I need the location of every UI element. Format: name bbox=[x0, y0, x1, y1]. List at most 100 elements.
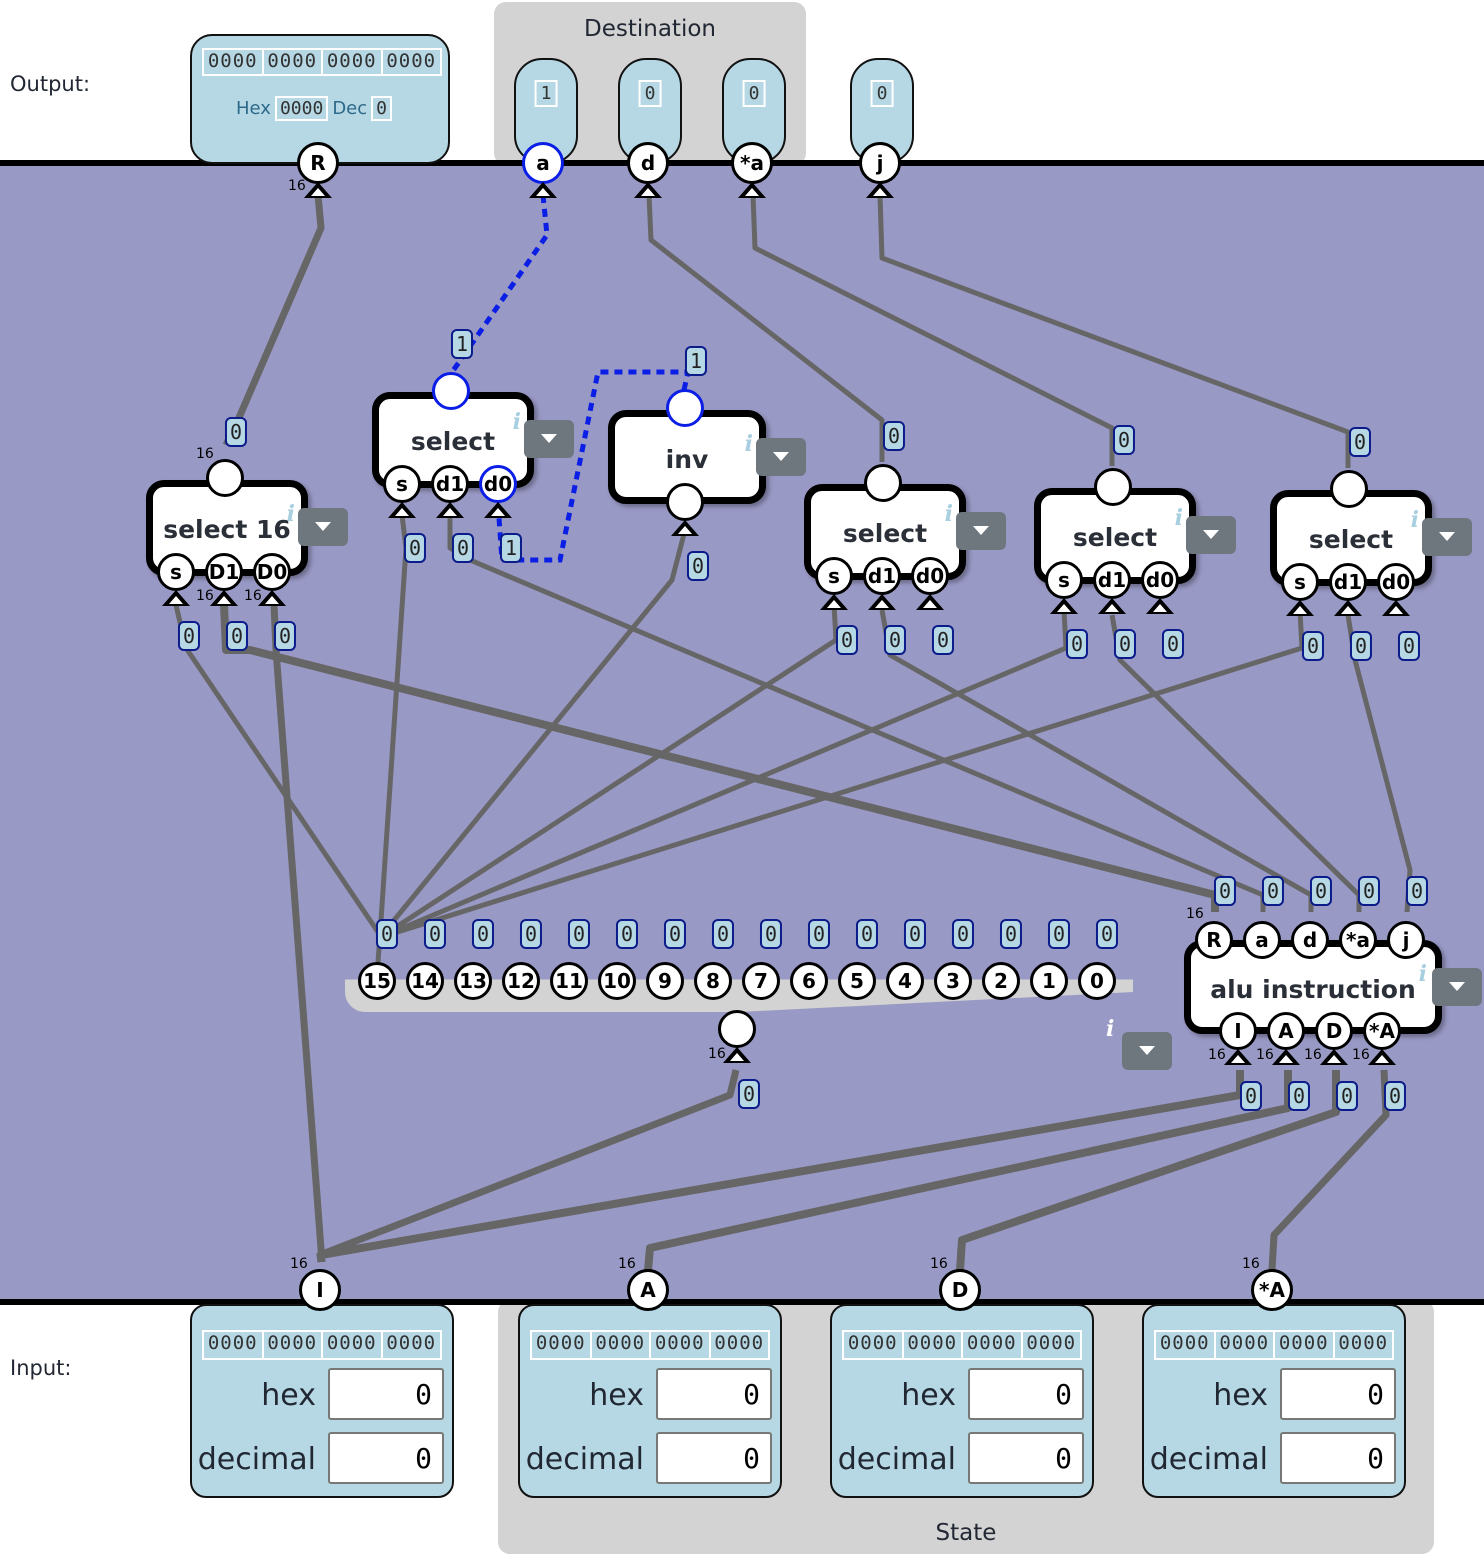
input-star-A-decimal-field[interactable] bbox=[1280, 1432, 1396, 1484]
input-D-decimal-field[interactable] bbox=[968, 1432, 1084, 1484]
splitter-bit-3-port[interactable]: 3 bbox=[934, 962, 972, 1000]
circuit-canvas[interactable] bbox=[0, 165, 1484, 1301]
input-star-A-port[interactable]: *A bbox=[1251, 1269, 1293, 1311]
wire-I-to-select16-D0[interactable] bbox=[270, 604, 326, 1263]
info-icon[interactable]: i bbox=[512, 409, 521, 435]
wire-I-to-splitter[interactable] bbox=[316, 1069, 740, 1263]
alu-instruction-menu-button[interactable] bbox=[1432, 968, 1482, 1006]
alu-output-port[interactable]: R bbox=[1195, 921, 1233, 959]
input-D-port[interactable]: D bbox=[939, 1269, 981, 1311]
bit-group[interactable]: 0000 bbox=[1156, 1332, 1216, 1358]
bit-group[interactable]: 0000 bbox=[264, 1332, 323, 1358]
wire-star-a[interactable] bbox=[750, 194, 1115, 466]
input-star-A-hex-field[interactable] bbox=[1280, 1368, 1396, 1420]
wire-bit15-to-select-a-s[interactable] bbox=[377, 514, 409, 936]
select-a-s-port[interactable]: s bbox=[383, 465, 421, 503]
select-a-menu-button[interactable] bbox=[524, 420, 574, 458]
splitter-bit-13-port[interactable]: 13 bbox=[454, 962, 492, 1000]
splitter-menu-button[interactable] bbox=[1122, 1032, 1172, 1070]
wire-bit15-to-inv[interactable] bbox=[380, 533, 687, 937]
output-a-port[interactable]: a bbox=[522, 142, 564, 184]
bit-group[interactable]: 0000 bbox=[963, 1332, 1023, 1358]
select16-menu-button[interactable] bbox=[298, 508, 348, 546]
select-star-a-d0-port[interactable]: d0 bbox=[1141, 561, 1179, 599]
splitter-input-port[interactable] bbox=[718, 1010, 756, 1048]
select16-D1-port[interactable]: D1 bbox=[205, 553, 243, 591]
bit-group[interactable]: 0000 bbox=[1275, 1332, 1335, 1358]
select16-D0-port[interactable]: D0 bbox=[253, 553, 291, 591]
bit-group[interactable]: 0000 bbox=[651, 1332, 711, 1358]
select-star-a-menu-button[interactable] bbox=[1186, 516, 1236, 554]
select-a-d0-port[interactable]: d0 bbox=[479, 465, 517, 503]
splitter-bit-12-port[interactable]: 12 bbox=[502, 962, 540, 1000]
input-A-decimal-field[interactable] bbox=[656, 1432, 772, 1484]
bit-group[interactable]: 0000 bbox=[714, 1332, 765, 1354]
bit-group[interactable]: 0000 bbox=[844, 1332, 904, 1358]
output-d-port[interactable]: d bbox=[627, 142, 669, 184]
select16-s-port[interactable]: s bbox=[157, 553, 195, 591]
output-j-port[interactable]: j bbox=[859, 142, 901, 184]
splitter-bit-5-port[interactable]: 5 bbox=[838, 962, 876, 1000]
inv-menu-button[interactable] bbox=[756, 438, 806, 476]
wire-bit15-to-select-j-s[interactable] bbox=[387, 611, 1305, 938]
select-j-s-port[interactable]: s bbox=[1281, 563, 1319, 601]
splitter-bit-0-port[interactable]: 0 bbox=[1078, 962, 1116, 1000]
select-star-a-d1-port[interactable]: d1 bbox=[1093, 561, 1131, 599]
wire-a-selected[interactable] bbox=[449, 194, 550, 374]
wire-j[interactable] bbox=[877, 194, 1351, 468]
select-j-output-port[interactable] bbox=[1330, 470, 1368, 508]
input-A-port[interactable]: A bbox=[627, 1269, 669, 1311]
info-icon[interactable]: i bbox=[1418, 961, 1427, 987]
splitter-bit-7-port[interactable]: 7 bbox=[742, 962, 780, 1000]
splitter-bit-11-port[interactable]: 11 bbox=[550, 962, 588, 1000]
wire-d[interactable] bbox=[646, 194, 885, 462]
alu-output-port[interactable]: j bbox=[1387, 921, 1425, 959]
input-I-hex-field[interactable] bbox=[328, 1368, 444, 1420]
inv-output-port[interactable] bbox=[666, 389, 704, 427]
select-a-d1-port[interactable]: d1 bbox=[431, 465, 469, 503]
bit-group[interactable]: 0000 bbox=[1338, 1332, 1389, 1354]
select-star-a-s-port[interactable]: s bbox=[1045, 561, 1083, 599]
splitter-bit-2-port[interactable]: 2 bbox=[982, 962, 1020, 1000]
info-icon[interactable]: i bbox=[1410, 507, 1419, 533]
alu-input-port[interactable]: D bbox=[1315, 1012, 1353, 1050]
splitter-bit-4-port[interactable]: 4 bbox=[886, 962, 924, 1000]
alu-output-port[interactable]: *a bbox=[1339, 921, 1377, 959]
input-A-hex-field[interactable] bbox=[656, 1368, 772, 1420]
select-star-a-output-port[interactable] bbox=[1094, 468, 1132, 506]
select-d-s-port[interactable]: s bbox=[815, 557, 853, 595]
alu-output-port[interactable]: d bbox=[1291, 921, 1329, 959]
splitter-bit-15-port[interactable]: 15 bbox=[358, 962, 396, 1000]
alu-input-port[interactable]: *A bbox=[1363, 1012, 1401, 1050]
splitter-bit-8-port[interactable]: 8 bbox=[694, 962, 732, 1000]
alu-output-port[interactable]: a bbox=[1243, 921, 1281, 959]
bit-group[interactable]: 0000 bbox=[904, 1332, 963, 1358]
bit-group[interactable]: 0000 bbox=[592, 1332, 651, 1358]
select16-output-port[interactable] bbox=[206, 459, 244, 497]
splitter-bit-6-port[interactable]: 6 bbox=[790, 962, 828, 1000]
select-d-d1-port[interactable]: d1 bbox=[863, 557, 901, 595]
info-icon[interactable]: i bbox=[286, 501, 295, 527]
input-I-port[interactable]: I bbox=[299, 1269, 341, 1311]
bit-group[interactable]: 0000 bbox=[386, 1332, 437, 1354]
splitter-bit-14-port[interactable]: 14 bbox=[406, 962, 444, 1000]
select-j-d0-port[interactable]: d0 bbox=[1377, 563, 1415, 601]
select-d-menu-button[interactable] bbox=[956, 512, 1006, 550]
info-icon[interactable]: i bbox=[1106, 1016, 1115, 1042]
select-a-output-port[interactable] bbox=[432, 372, 470, 410]
output-star-a-port[interactable]: *a bbox=[731, 142, 773, 184]
bit-group[interactable]: 0000 bbox=[532, 1332, 592, 1358]
bit-group[interactable]: 0000 bbox=[1216, 1332, 1275, 1358]
bit-group[interactable]: 0000 bbox=[1026, 1332, 1077, 1354]
select-d-output-port[interactable] bbox=[864, 464, 902, 502]
alu-input-port[interactable]: A bbox=[1267, 1012, 1305, 1050]
inv-input-port[interactable] bbox=[666, 483, 704, 521]
input-D-hex-field[interactable] bbox=[968, 1368, 1084, 1420]
alu-input-port[interactable]: I bbox=[1219, 1012, 1257, 1050]
splitter-bit-9-port[interactable]: 9 bbox=[646, 962, 684, 1000]
select-j-menu-button[interactable] bbox=[1422, 518, 1472, 556]
